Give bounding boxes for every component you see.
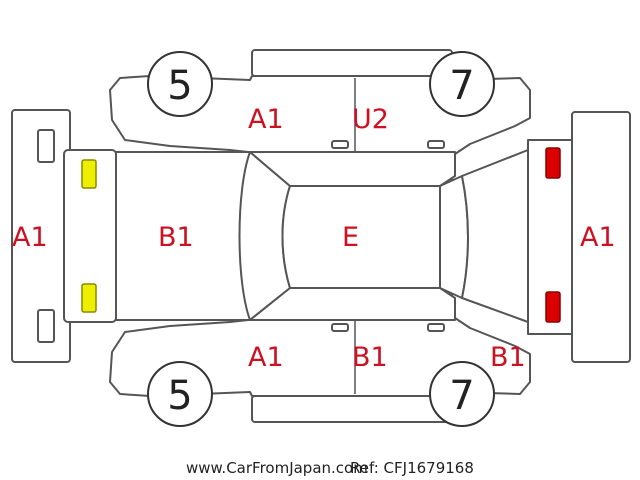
tire-rear-right: 7 (429, 361, 495, 427)
bottom-sill (251, 395, 453, 423)
footer-site: www.CarFromJapan.com (186, 459, 368, 477)
taillight-bottom (545, 291, 561, 323)
hood-panel (115, 151, 251, 321)
grade-top-rear-door: U2 (352, 104, 389, 135)
cabin (238, 151, 469, 321)
taillight-top (545, 147, 561, 179)
tire-rear-left: 7 (429, 51, 495, 117)
grade-top-front-door: A1 (248, 104, 284, 135)
tire-rear-left-grade: 5 (167, 373, 192, 419)
grade-bottom-rear-fender: B1 (490, 342, 526, 373)
headlight-bottom (81, 283, 97, 313)
grade-roof: E (342, 222, 359, 253)
footer-ref: Ref: CFJ1679168 (350, 459, 474, 477)
tire-front-left-grade: 5 (167, 63, 192, 109)
grade-hood: B1 (158, 222, 194, 253)
top-sill (251, 49, 453, 77)
grade-bottom-rear-door: B1 (352, 342, 388, 373)
grade-bottom-front-door: A1 (248, 342, 284, 373)
tire-front-right: 5 (147, 361, 213, 427)
tire-rear-right-grade: 7 (449, 373, 474, 419)
grade-front-bumper: A1 (12, 222, 48, 253)
grade-rear-bumper: A1 (580, 222, 616, 253)
tire-front-right-grade: 7 (449, 63, 474, 109)
headlight-top (81, 159, 97, 189)
rear-deck (461, 139, 573, 335)
tire-front-left: 5 (147, 51, 213, 117)
